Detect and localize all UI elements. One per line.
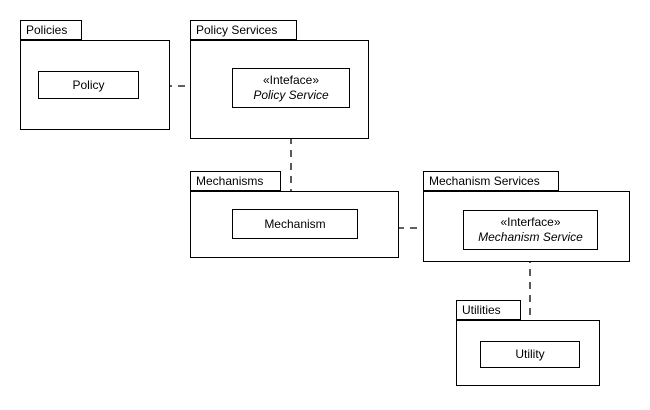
class-mechanism[interactable]: Mechanism xyxy=(232,209,358,239)
interface-policy-service[interactable]: «Inteface» Policy Service xyxy=(232,68,350,108)
class-utility[interactable]: Utility xyxy=(480,341,580,368)
package-policies-tab: Policies xyxy=(20,20,82,40)
class-policy[interactable]: Policy xyxy=(38,71,139,99)
class-utility-label: Utility xyxy=(515,347,545,361)
package-mechanism-services-tab: Mechanism Services xyxy=(423,171,559,191)
interface-policy-service-label: Policy Service xyxy=(253,88,329,102)
package-utilities-tab: Utilities xyxy=(456,300,521,320)
package-policy-services-tab: Policy Services xyxy=(190,20,297,40)
package-mechanisms-tab: Mechanisms xyxy=(190,171,281,191)
interface-policy-service-stereotype: «Inteface» xyxy=(262,73,320,87)
class-policy-label: Policy xyxy=(72,77,105,92)
interface-mechanism-service[interactable]: «Interface» Mechanism Service xyxy=(463,210,598,250)
interface-mechanism-service-stereotype: «Interface» xyxy=(500,215,561,229)
interface-mechanism-service-label: Mechanism Service xyxy=(478,230,583,244)
class-mechanism-label: Mechanism xyxy=(264,216,326,231)
